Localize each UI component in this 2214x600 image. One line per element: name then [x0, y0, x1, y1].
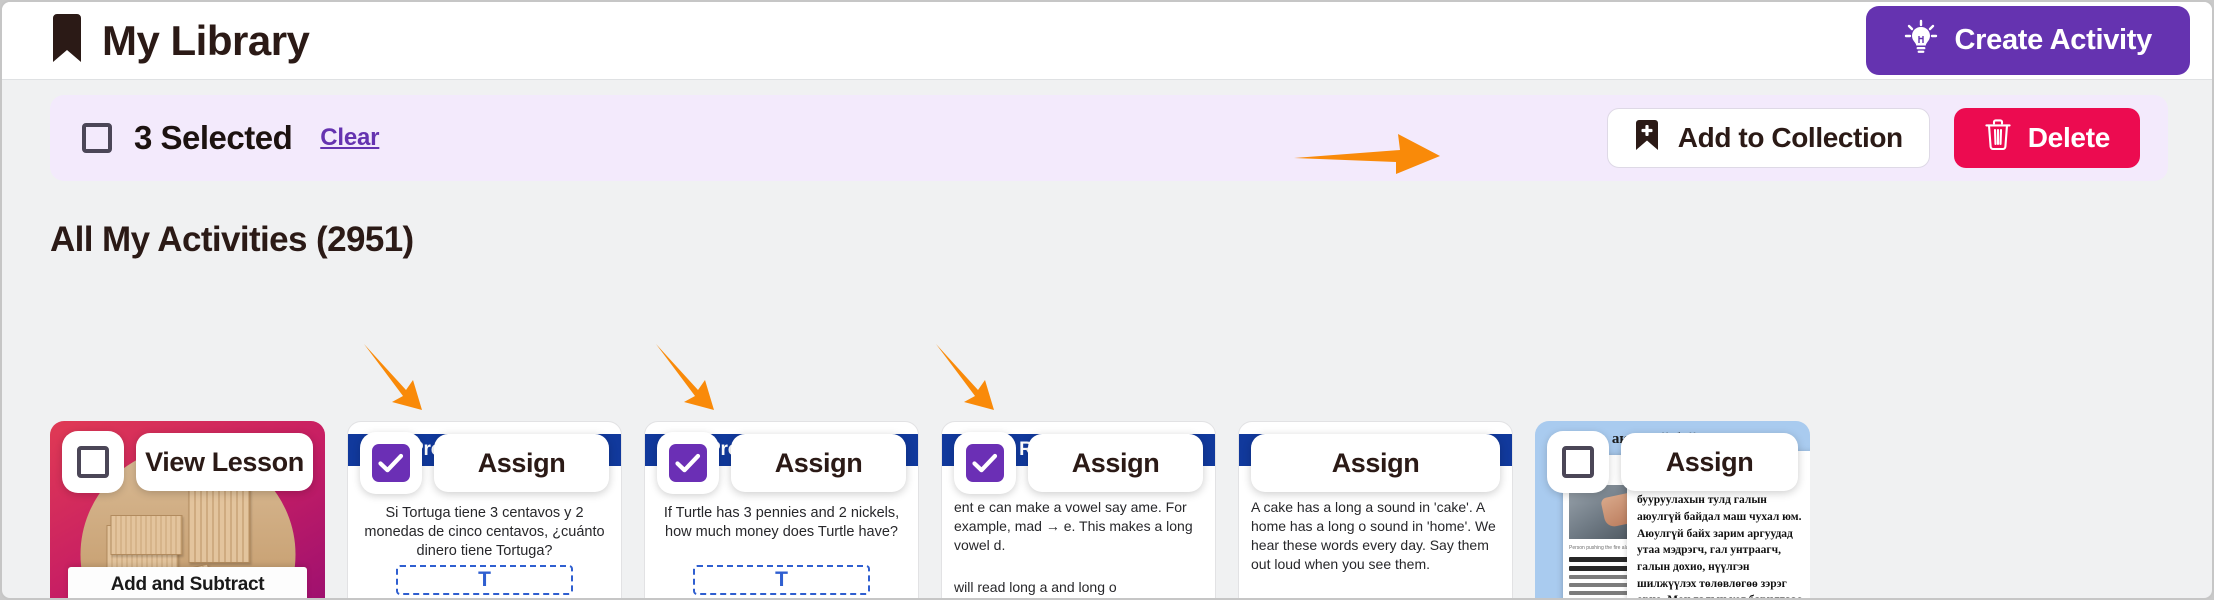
page-title: My Library — [102, 16, 310, 64]
worksheet-answer-box[interactable]: T — [693, 565, 870, 595]
assign-button[interactable]: Assign — [434, 434, 609, 492]
assign-button[interactable]: Assign — [731, 434, 906, 492]
selection-toolbar: 3 Selected Clear Add to Collection — [50, 95, 2168, 181]
activity-cards-row: Add and Subtract View Lesson Problem Sol… — [50, 421, 2180, 598]
activity-card[interactable]: Recall It: VCe R A cake has a long a sou… — [1238, 421, 1513, 598]
clear-selection-link[interactable]: Clear — [320, 124, 380, 151]
select-all-checkbox[interactable] — [82, 123, 112, 153]
activity-card[interactable]: Problem Solving ckels If Turtle has 3 pe… — [644, 421, 919, 598]
selected-count-label: 3 Selected — [134, 119, 293, 156]
create-activity-button[interactable]: Create Activity — [1866, 6, 2190, 75]
trash-icon — [1984, 118, 2012, 158]
worksheet-body: ent e can make a vowel say ame. For exam… — [954, 499, 1193, 554]
header-left: My Library — [50, 14, 310, 67]
worksheet-answer-box[interactable]: T — [396, 565, 573, 595]
card-6-checkbox[interactable] — [1547, 431, 1609, 493]
card-title: Add and Subtract — [68, 567, 307, 598]
add-to-collection-button[interactable]: Add to Collection — [1606, 108, 1930, 168]
activity-card[interactable]: Recall It: VCe c re ent e can make a vow… — [941, 421, 1216, 598]
checkbox-checked-icon — [966, 444, 1004, 482]
card-3-checkbox[interactable] — [657, 432, 719, 494]
arrow-to-card-2-checkbox — [364, 344, 422, 410]
assign-button[interactable]: Assign — [1251, 434, 1500, 492]
create-activity-label: Create Activity — [1954, 24, 2152, 56]
worksheet-body-2: will read long a and long o — [954, 579, 1117, 595]
activity-card[interactable]: аюулгүй байдлын ety CALL 911 Person push… — [1535, 421, 1810, 598]
selection-summary: 3 Selected Clear — [82, 119, 380, 157]
worksheet-body: A cake has a long a sound in 'cake'. A h… — [1251, 499, 1496, 573]
view-lesson-button[interactable]: View Lesson — [136, 433, 313, 491]
arrow-to-card-4-checkbox — [936, 344, 994, 410]
checkbox-checked-icon — [372, 444, 410, 482]
delete-label: Delete — [2027, 122, 2111, 153]
checkbox-unchecked-icon — [1562, 446, 1594, 478]
bookmark-icon — [50, 14, 84, 67]
assign-button[interactable]: Assign — [1028, 434, 1203, 492]
card-4-checkbox[interactable] — [954, 432, 1016, 494]
activity-card[interactable]: Problem Solving o centavos Si Tortuga ti… — [347, 421, 622, 598]
add-to-collection-label: Add to Collection — [1677, 122, 1903, 153]
worksheet-body: If Turtle has 3 pennies and 2 nickels, h… — [663, 505, 900, 541]
bookmark-plus-icon — [1634, 119, 1660, 157]
card-1-checkbox[interactable] — [62, 431, 124, 493]
checkbox-checked-icon — [669, 444, 707, 482]
checkbox-unchecked-icon — [77, 446, 109, 478]
arrow-to-card-3-checkbox — [656, 344, 714, 410]
section-title: All My Activities (2951) — [50, 220, 414, 259]
lightbulb-icon — [1904, 19, 1938, 63]
activity-card[interactable]: Add and Subtract View Lesson — [50, 421, 325, 598]
assign-button[interactable]: Assign — [1621, 433, 1798, 491]
card-2-checkbox[interactable] — [360, 432, 422, 494]
worksheet-body: Si Tortuga tiene 3 centavos y 2 monedas … — [364, 505, 605, 560]
delete-button[interactable]: Delete — [1953, 108, 2140, 168]
app-header: My Library — [2, 2, 2212, 80]
